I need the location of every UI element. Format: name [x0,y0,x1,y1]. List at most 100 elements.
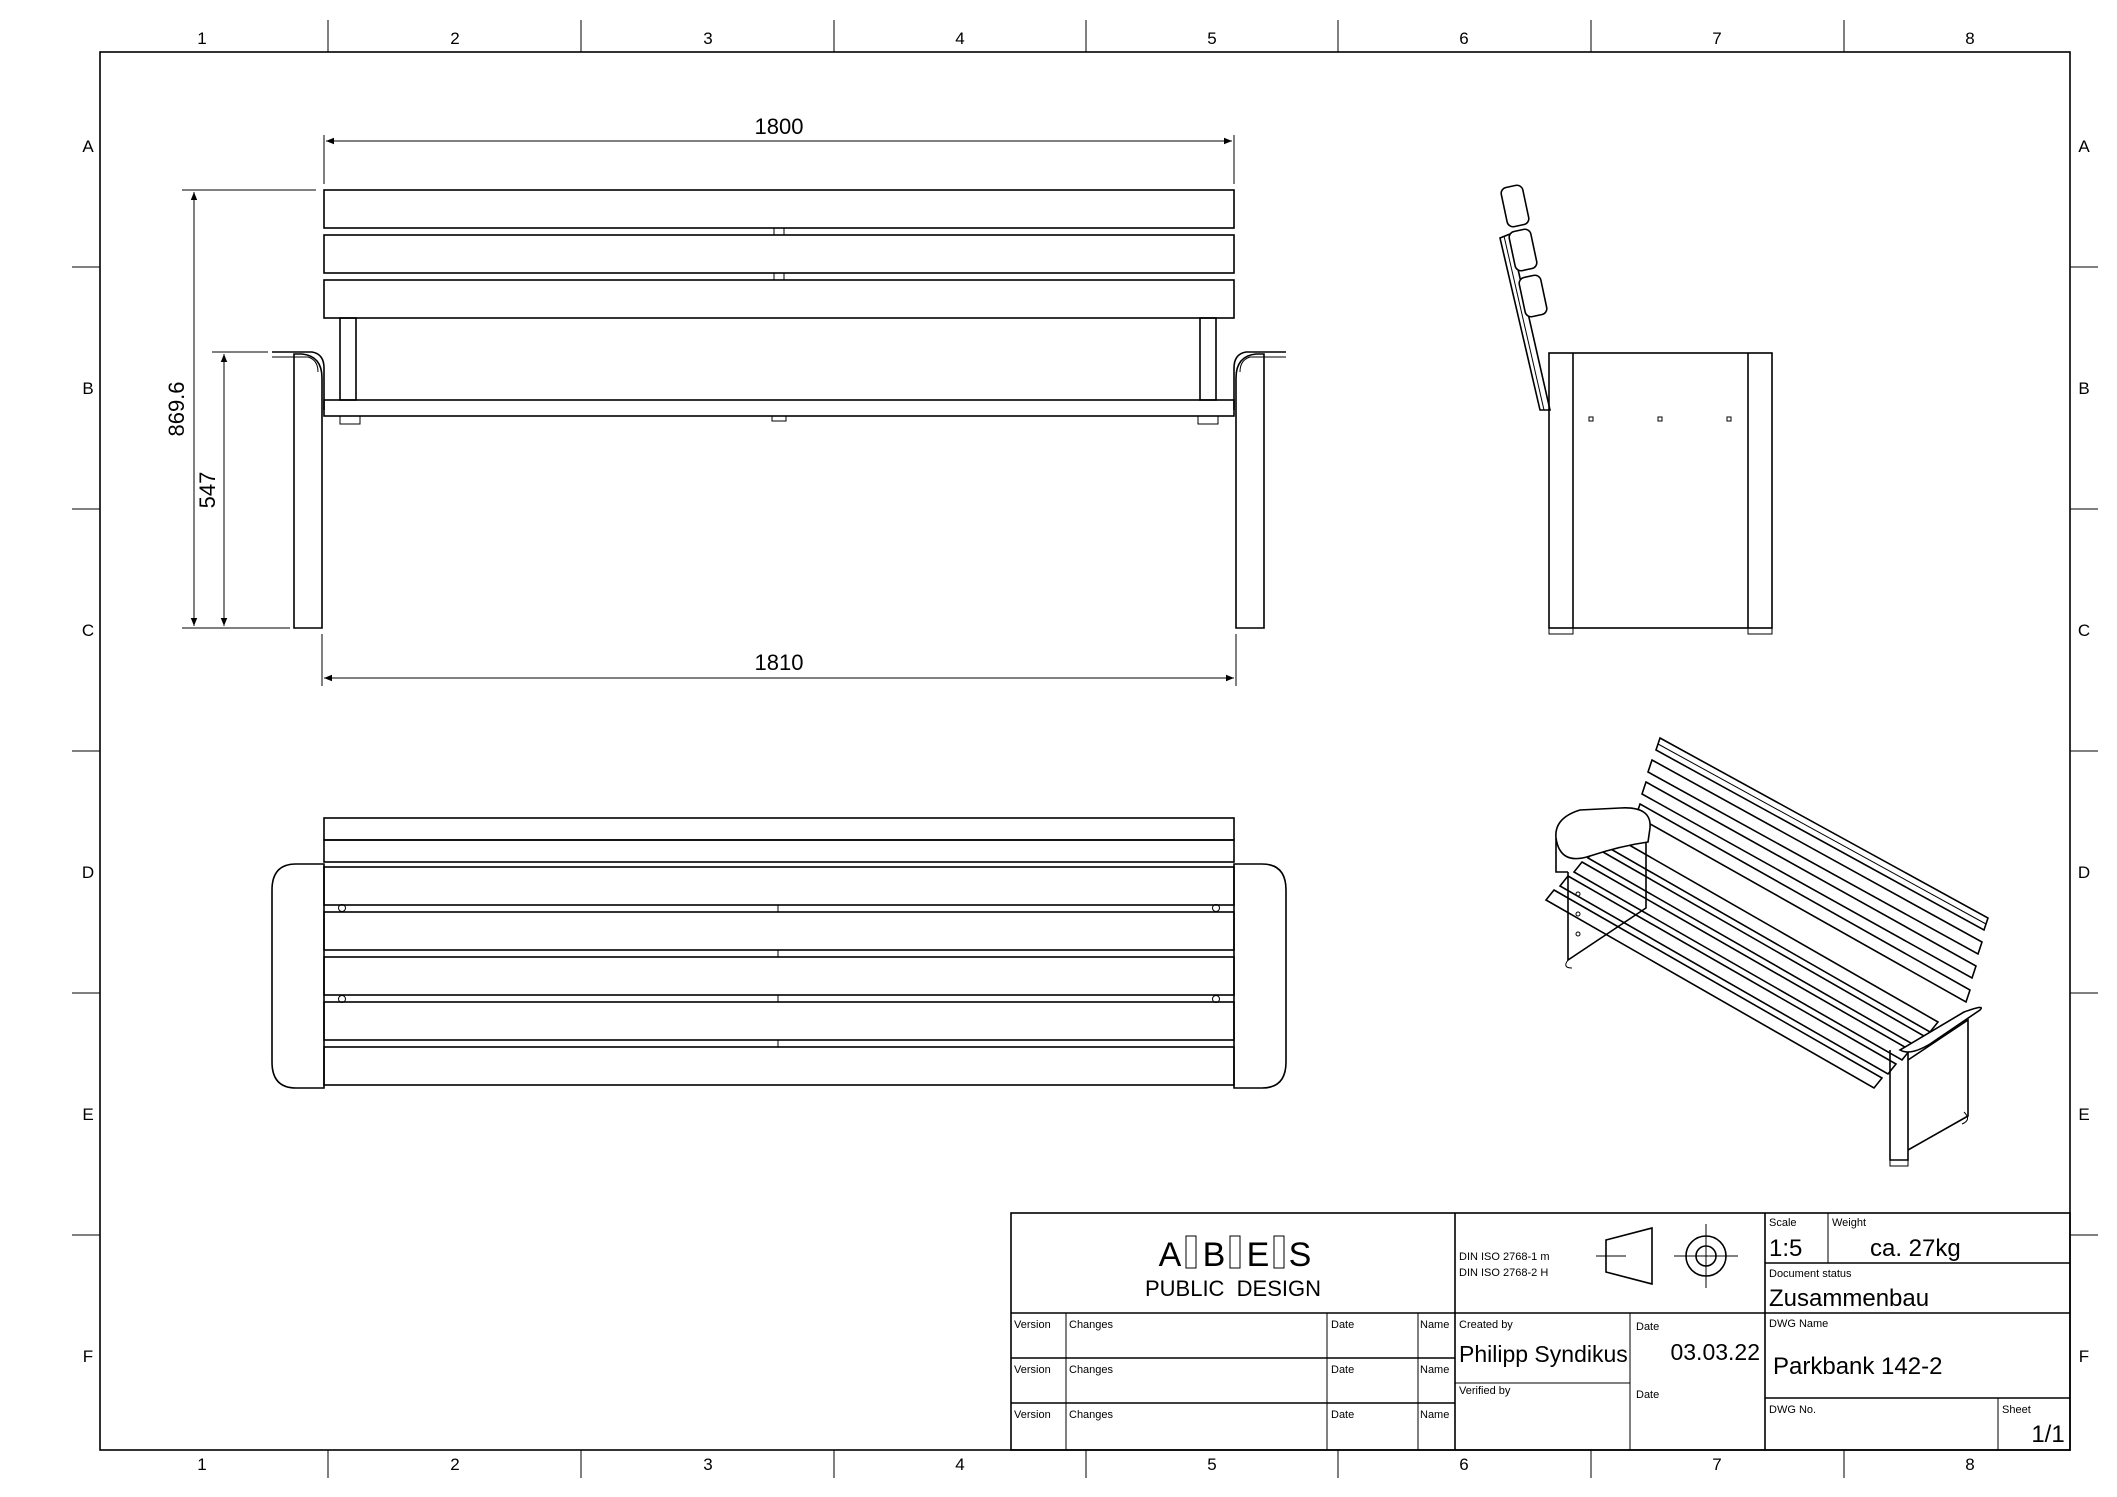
revision-version: Version [1014,1319,1051,1331]
revision-changes: Changes [1069,1319,1114,1331]
svg-text:E: E [1247,1236,1270,1274]
column-label: 7 [1712,29,1721,48]
scale-value: 1:5 [1769,1235,1802,1262]
title-block: A B E S PUBLIC DESIGN DIN ISO 2768-1 m D… [1010,1212,2071,1451]
iso-seat-slat [1572,860,1912,1062]
iso-right-armrest [1898,1006,1983,1053]
document-status-label: Document status [1769,1268,1852,1280]
backrest-slat [323,234,1235,274]
row-dividers [72,266,2098,1236]
svg-text:S: S [1289,1236,1312,1274]
revision-name: Name [1420,1319,1449,1331]
side-view [1499,184,1773,635]
revision-name: Name [1420,1364,1449,1376]
column-label: 2 [450,29,459,48]
projection-symbol-icon [1596,1224,1738,1288]
row-label: B [2078,379,2089,398]
row-label: C [2078,621,2090,640]
seat-slat [323,1046,1235,1086]
dimension-label-foot-width: 1810 [755,650,804,675]
abes-logo: A B E S PUBLIC DESIGN [1145,1235,1321,1301]
left-leg [293,353,323,629]
row-label: F [83,1347,93,1366]
dimension-label-seat-height: 547 [195,472,220,509]
sheet-value: 1/1 [2031,1421,2064,1448]
side-backrest-post [1499,232,1552,411]
column-label: 8 [1965,29,1974,48]
column-label: 5 [1207,1455,1216,1474]
seat-slat [323,956,1235,996]
side-backrest-slat [1518,274,1548,318]
svg-text:A: A [1159,1236,1182,1274]
dwg-name-value: Parkbank 142-2 [1773,1353,1942,1380]
column-label: 8 [1965,1455,1974,1474]
row-label: E [2078,1105,2089,1124]
sheet-label: Sheet [2002,1404,2031,1416]
column-label: 4 [955,1455,964,1474]
revision-changes: Changes [1069,1409,1114,1421]
created-by-label: Created by [1459,1319,1513,1331]
side-panel [1548,352,1773,629]
column-label: 5 [1207,29,1216,48]
iso-backrest-slat [1647,758,1983,956]
column-dividers [327,20,1845,1478]
weight-value: ca. 27kg [1870,1235,1961,1262]
side-backrest-slat [1508,228,1538,272]
isometric-view [1544,736,1989,1167]
backrest-slat [323,189,1235,229]
backrest-slat [323,279,1235,319]
revision-date: Date [1331,1364,1354,1376]
dimension-label-width: 1800 [755,114,804,139]
top-right-armrest [1233,863,1287,1089]
created-by-value: Philipp Syndikus [1459,1341,1628,1367]
dwg-name-label: DWG Name [1769,1318,1828,1330]
iso-backrest-slat [1641,780,1977,980]
svg-text:B: B [1203,1236,1226,1274]
row-label: C [82,621,94,640]
date-label: Date [1636,1321,1659,1333]
tolerance-standard-2: DIN ISO 2768-2 H [1459,1267,1548,1279]
row-label: A [82,137,94,156]
top-view [271,817,1287,1089]
right-leg [1235,353,1265,629]
row-labels-right: A B C D E F [2078,137,2090,1366]
side-backrest-slat [1500,184,1530,228]
revision-version: Version [1014,1364,1051,1376]
iso-seat-slat [1558,874,1898,1076]
tolerance-standard-1: DIN ISO 2768-1 m [1459,1251,1549,1263]
column-label: 3 [703,1455,712,1474]
column-label: 4 [955,29,964,48]
column-label: 6 [1459,29,1468,48]
column-label: 1 [197,1455,206,1474]
revision-version: Version [1014,1409,1051,1421]
iso-seat-slat [1544,888,1884,1090]
column-label: 7 [1712,1455,1721,1474]
seat-rail [323,399,1235,417]
iso-left-armrest [1555,807,1651,860]
dimension-label-height: 869.6 [164,381,189,436]
row-label: E [82,1105,93,1124]
document-status-value: Zusammenbau [1769,1285,1929,1312]
row-label: D [2078,863,2090,882]
column-label: 6 [1459,1455,1468,1474]
revision-date: Date [1331,1409,1354,1421]
revision-name: Name [1420,1409,1449,1421]
column-label: 2 [450,1455,459,1474]
svg-text:PUBLIC DESIGN: PUBLIC DESIGN [1145,1276,1321,1301]
row-label: A [2078,137,2090,156]
row-label: F [2079,1347,2089,1366]
top-left-armrest [271,863,325,1089]
column-label: 3 [703,29,712,48]
weight-label: Weight [1832,1217,1866,1229]
revision-date: Date [1331,1319,1354,1331]
column-label: 1 [197,29,206,48]
revision-changes: Changes [1069,1364,1114,1376]
scale-label: Scale [1769,1217,1797,1229]
seat-slat [323,911,1235,951]
seat-slat [323,866,1235,906]
dwg-no-label: DWG No. [1769,1404,1816,1416]
row-label: D [82,863,94,882]
